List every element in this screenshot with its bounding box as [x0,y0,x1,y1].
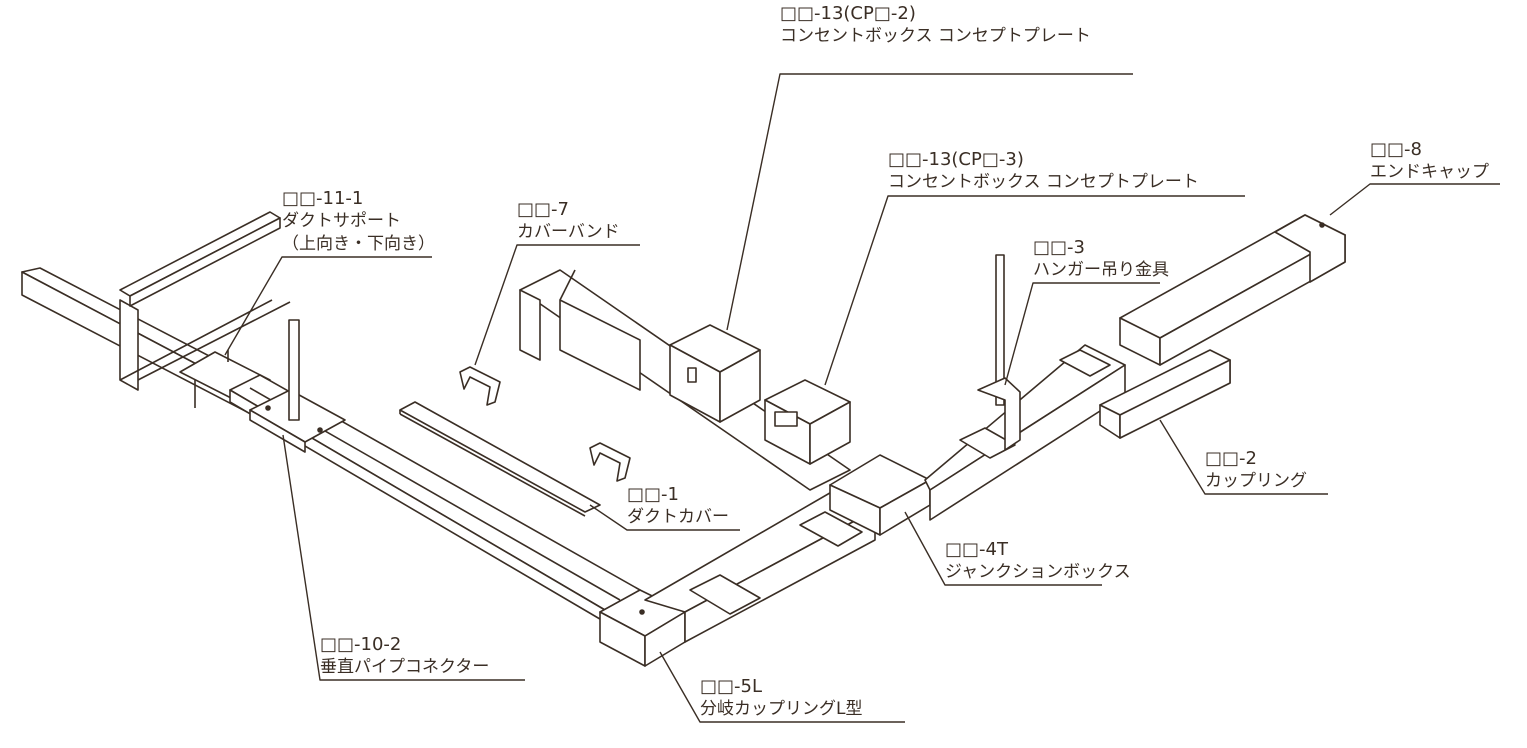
right-duct [924,344,1126,521]
part-note: （上向き・下向き） [282,234,435,254]
part-code: □□-11-1 [282,188,364,209]
cover-band-2 [589,442,631,482]
vertical-pipe-connector [249,319,346,453]
hanger [977,254,1021,451]
label-coupling: □□-2 カップリング [1205,447,1307,493]
label-cp2: □□-13(CP□-2) コンセントボックス コンセプトプレート [780,2,1091,48]
part-code: □□-4T [945,539,1008,560]
part-name: カップリング [1205,471,1307,491]
duct-cover [399,401,601,517]
junction-box [829,454,931,536]
part-name: 垂直パイプコネクター [320,657,490,677]
part-name: コンセントボックス コンセプトプレート [888,172,1199,192]
part-name: ダクトサポート [282,211,401,231]
part-code: □□-1 [627,484,679,505]
label-hanger: □□-3 ハンガー吊り金具 [1033,236,1169,282]
label-pipeconn: □□-10-2 垂直パイプコネクター [320,633,489,679]
part-name: ジャンクションボックス [945,562,1131,582]
label-cp3: □□-13(CP□-3) コンセントボックス コンセプトプレート [888,148,1199,194]
part-code: □□-13(CP□-3) [888,149,1024,170]
label-support: □□-11-1 ダクトサポート （上向き・下向き） [282,187,435,256]
part-code: □□-10-2 [320,634,402,655]
label-junction: □□-4T ジャンクションボックス [945,538,1131,584]
label-cover: □□-1 ダクトカバー [627,483,729,529]
endcap-duct [1119,214,1346,366]
outlet-box-2 [764,379,851,465]
part-code: □□-5L [700,676,762,697]
part-code: □□-2 [1205,448,1257,469]
part-name: ハンガー吊り金具 [1033,260,1169,280]
part-code: □□-8 [1370,139,1422,160]
label-coverband: □□-7 カバーバンド [517,198,620,244]
part-code: □□-3 [1033,237,1085,258]
part-name: 分岐カップリングL型 [700,699,863,719]
cover-band-1 [459,366,501,406]
part-name: ダクトカバー [627,507,729,527]
part-name: エンドキャップ [1370,162,1489,182]
front-duct [644,489,876,643]
part-name: カバーバンド [517,222,620,242]
part-code: □□-7 [517,199,569,220]
part-code: □□-13(CP□-2) [780,3,916,24]
label-endcap: □□-8 エンドキャップ [1370,138,1489,184]
part-name: コンセントボックス コンセプトプレート [780,26,1091,46]
leader-lines [224,73,1500,723]
coupling [1099,349,1231,439]
outlet-box-1 [669,324,761,423]
label-lcoupling: □□-5L 分岐カップリングL型 [700,675,862,721]
